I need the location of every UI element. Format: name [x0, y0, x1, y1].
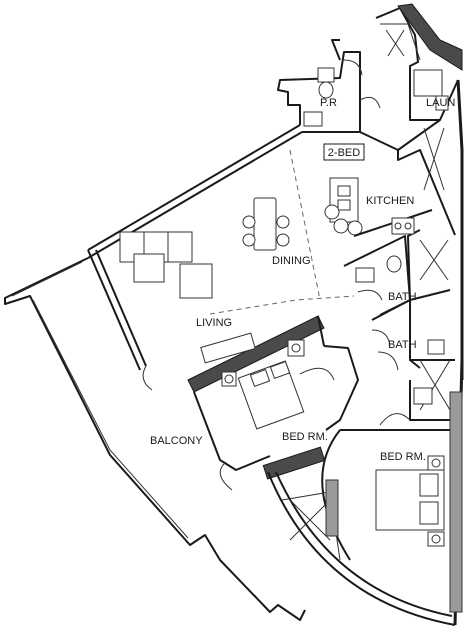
kitchen-fixtures: [324, 131, 433, 237]
label-laundry: LAUN: [426, 97, 455, 109]
label-living: LIVING: [196, 317, 232, 329]
bedroom-2: [321, 413, 450, 561]
powder-room-walls: [277, 39, 363, 133]
curved-facade: [267, 359, 464, 626]
label-bath-1: BATH: [388, 291, 417, 303]
label-kitchen: KITCHEN: [366, 195, 414, 207]
label-dining: DINING: [272, 255, 311, 267]
label-bath-2: BATH: [388, 339, 417, 351]
bedroom-1: [193, 345, 359, 491]
label-powder-room: P.R: [320, 97, 337, 109]
label-bedroom-2: BED RM.: [380, 451, 426, 463]
balcony-area: [4, 257, 306, 621]
unit-tag: 2-BED: [323, 143, 365, 161]
bath-2: [371, 299, 445, 405]
laundry-walls: [359, 3, 463, 121]
unit-tag-label: 2-BED: [328, 147, 360, 159]
label-balcony: BALCONY: [150, 435, 203, 447]
label-bedroom-1: BED RM.: [282, 431, 328, 443]
bath-1: [343, 235, 411, 316]
dining-set: [242, 149, 321, 301]
living-furniture: [119, 231, 355, 315]
east-walls: [397, 79, 464, 421]
